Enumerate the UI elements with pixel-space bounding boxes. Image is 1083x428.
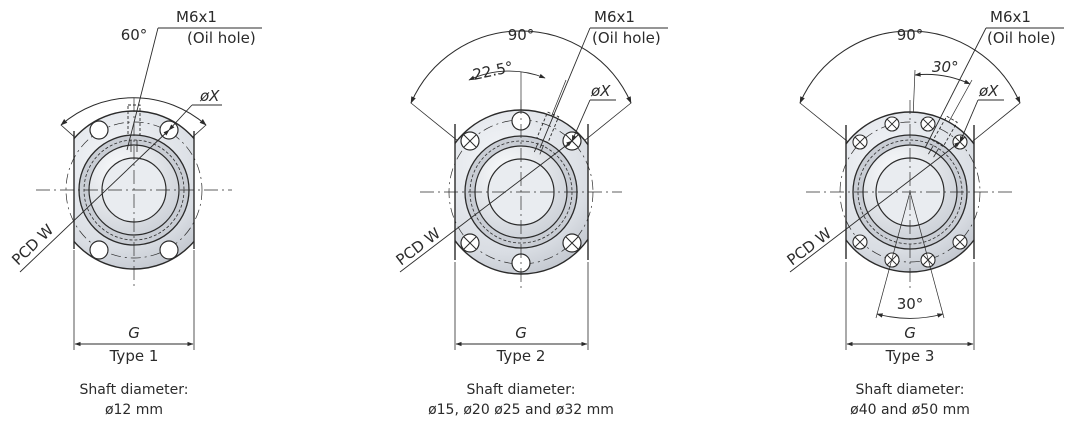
pcd-label: PCD W — [8, 221, 57, 269]
angle-label-bottom: 30° — [897, 295, 924, 313]
width-label: G — [128, 324, 140, 342]
pcd-leader — [399, 140, 573, 273]
hole-diameter-label: øX — [199, 87, 220, 105]
hole-diameter-label: øX — [590, 82, 611, 100]
oil-hole-label: (Oil hole) — [592, 29, 661, 47]
panel-type-3: 90° 30° — [784, 8, 1064, 418]
angle-arc — [799, 30, 1021, 104]
type-label: Type 1 — [109, 347, 159, 365]
angle-arc-secondary — [468, 70, 546, 81]
type-label: Type 3 — [885, 347, 935, 365]
width-label: G — [515, 324, 527, 342]
thread-leader — [539, 27, 591, 149]
caption-line-1: Shaft diameter: — [80, 382, 189, 398]
pcd-circle — [65, 121, 203, 259]
pcd-leader — [19, 129, 170, 273]
angle-arc — [410, 30, 632, 104]
angle-arc — [60, 97, 207, 126]
thread-leader — [924, 27, 987, 149]
angle-label: 90° — [508, 26, 535, 44]
panel-type-1: 60° M6x1 (Oil hole) øX PCD W — [8, 8, 262, 418]
caption-line-2: ø12 mm — [105, 402, 163, 418]
thread-label: M6x1 — [990, 8, 1031, 26]
thread-label: M6x1 — [594, 8, 635, 26]
caption-line-1: Shaft diameter: — [856, 382, 965, 398]
bolt-hole-crossed — [884, 116, 900, 132]
bolt-hole-crossed — [920, 116, 936, 132]
oil-hole-label: (Oil hole) — [187, 29, 256, 47]
thread-label: M6x1 — [176, 8, 217, 26]
bolt-hole-crossed — [562, 233, 582, 253]
oil-hole-label: (Oil hole) — [987, 29, 1056, 47]
angle-label: 90° — [897, 26, 924, 44]
caption-line-2: ø15, ø20 ø25 and ø32 mm — [428, 402, 614, 418]
caption-line-1: Shaft diameter: — [467, 382, 576, 398]
bolt-hole-crossed — [952, 234, 968, 250]
bolt-hole-crossed — [460, 131, 480, 151]
pcd-leader — [789, 141, 961, 273]
angle-arc-secondary — [914, 72, 971, 85]
oil-hole — [533, 111, 560, 155]
hole-diameter-label: øX — [978, 82, 999, 100]
bolt-hole-crossed — [460, 233, 480, 253]
angle-label: 60° — [121, 26, 148, 44]
angle-label-secondary: 30° — [932, 58, 959, 76]
bolt-hole — [159, 240, 179, 260]
bolt-hole — [89, 120, 109, 140]
pcd-label: PCD W — [784, 224, 835, 269]
pcd-label: PCD W — [393, 224, 444, 269]
angle-label-secondary: 22.5° — [471, 58, 515, 84]
angle-arc-bottom — [876, 313, 944, 319]
caption-line-2: ø40 and ø50 mm — [850, 402, 970, 418]
type-label: Type 2 — [496, 347, 546, 365]
bolt-hole-crossed — [852, 234, 868, 250]
thread-leader — [126, 27, 159, 151]
bolt-hole — [89, 240, 109, 260]
oil-hole — [928, 115, 958, 158]
panel-type-2: 90° 22.5° — [393, 8, 668, 418]
width-label: G — [904, 324, 916, 342]
bolt-hole-crossed — [852, 134, 868, 150]
